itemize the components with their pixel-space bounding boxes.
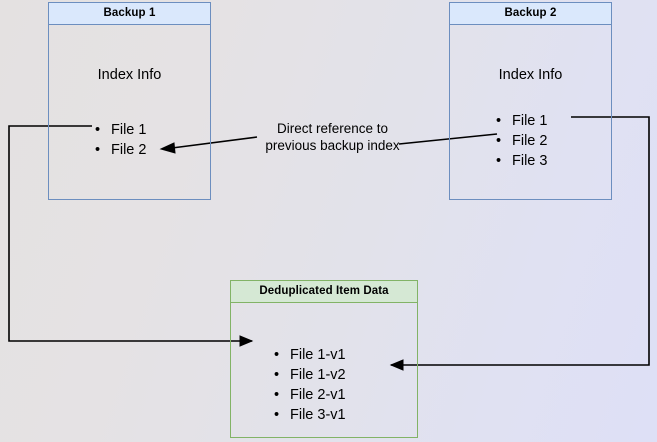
list-item: File 1-v1 (271, 345, 346, 365)
arrowhead-icon (239, 335, 254, 347)
list-item: File 1 (92, 120, 146, 140)
list-item: File 1 (493, 111, 547, 131)
list-item: File 2 (92, 140, 146, 160)
list-item: File 1-v2 (271, 365, 346, 385)
backup-2-index-info-label: Index Info (498, 67, 563, 83)
node-backup-1-body: Index Info File 1 File 2 (49, 25, 210, 199)
list-item: File 3 (493, 151, 547, 171)
node-backup-2[interactable]: Backup 2 Index Info File 1 File 2 File 3 (449, 2, 612, 200)
node-backup-1[interactable]: Backup 1 Index Info File 1 File 2 (48, 2, 211, 200)
node-backup-2-body: Index Info File 1 File 2 File 3 (450, 25, 611, 199)
node-backup-2-header: Backup 2 (450, 3, 611, 25)
list-item: File 2-v1 (271, 385, 346, 405)
edge-label-direct-reference: Direct reference to previous backup inde… (265, 121, 400, 153)
backup-1-file-list: File 1 File 2 (92, 120, 146, 160)
node-dedup-body: File 1-v1 File 1-v2 File 2-v1 File 3-v1 (231, 303, 417, 437)
edge-backup2-index-to-backup1-index (159, 133, 498, 154)
node-dedup-header: Deduplicated Item Data (231, 281, 417, 303)
list-item: File 2 (493, 131, 547, 151)
arrowhead-icon (389, 359, 404, 371)
dedup-file-list: File 1-v1 File 1-v2 File 2-v1 File 3-v1 (271, 345, 346, 425)
backup-1-index-info-label: Index Info (97, 67, 162, 83)
backup-2-file-list: File 1 File 2 File 3 (493, 111, 547, 171)
edge-backup2-to-dedup (389, 116, 650, 371)
node-deduplicated-item-data[interactable]: Deduplicated Item Data File 1-v1 File 1-… (230, 280, 418, 438)
edge-backup1-to-dedup (8, 125, 254, 347)
list-item: File 3-v1 (271, 405, 346, 425)
arrowhead-icon (159, 142, 176, 154)
node-backup-1-header: Backup 1 (49, 3, 210, 25)
